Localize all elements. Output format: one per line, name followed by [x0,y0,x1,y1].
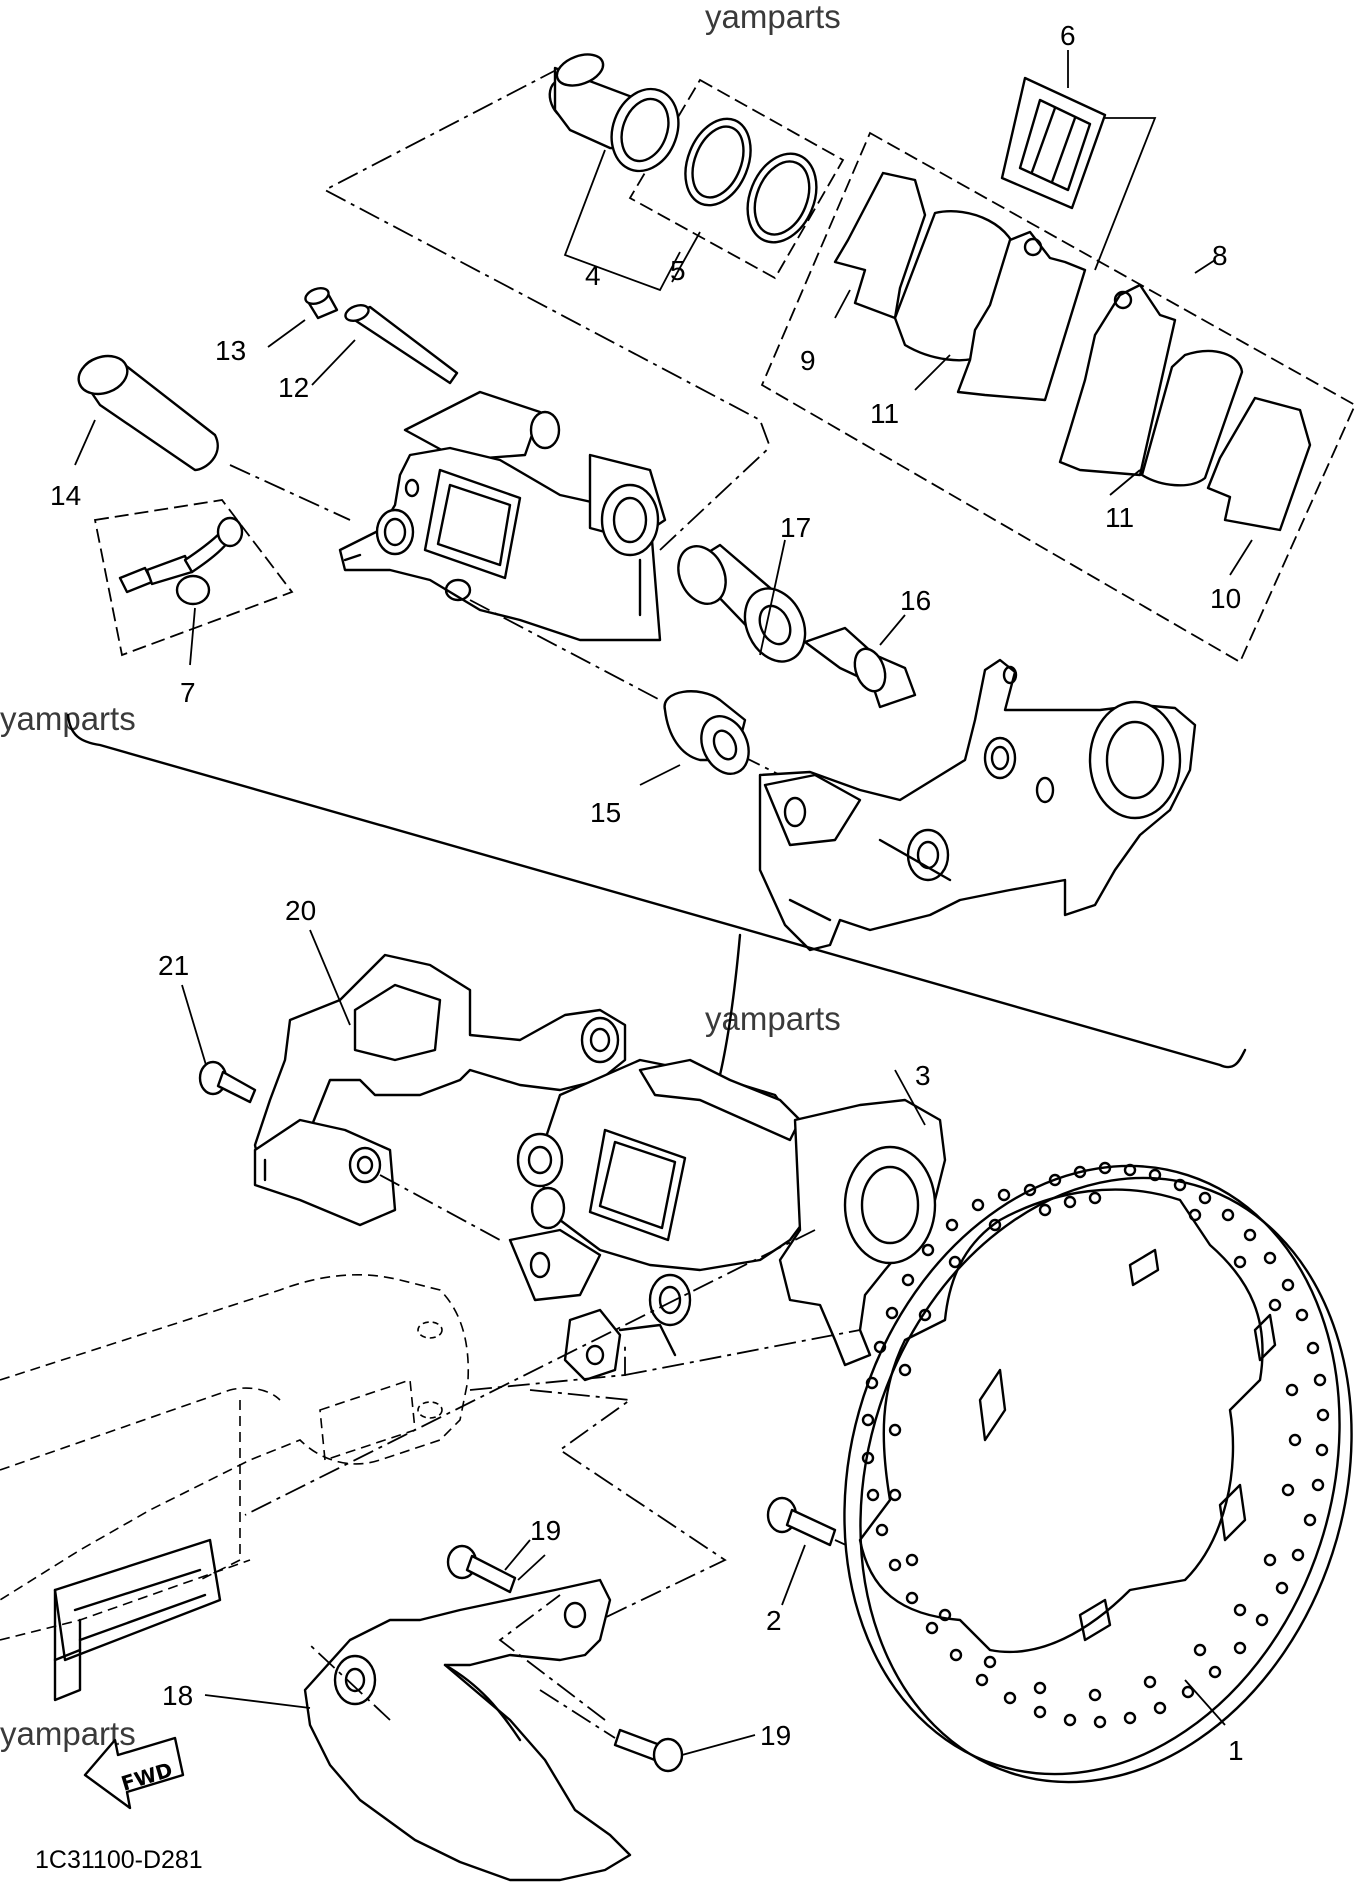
caliper-bracket-exploded [758,658,1197,952]
callout-2: 2 [766,1605,782,1636]
rubber-boot [663,690,750,775]
pad-backing-left [956,230,1087,402]
pad-spring [1000,76,1107,210]
pad-pin [344,304,459,385]
bleed-screw [118,516,244,606]
watermark-top: yamparts [705,0,841,35]
guard-bolt [198,1060,257,1104]
boot-bushing [677,543,807,663]
guard-bolt-upper [446,1544,517,1594]
callout-17: 17 [780,512,811,543]
callout-3: 3 [915,1060,931,1091]
guard-bolt-lower [613,1728,684,1773]
callout-18: 18 [162,1680,193,1711]
disc-bolt [766,1496,837,1547]
brake-pad-right [1140,349,1244,487]
caliper-bolt [77,354,219,472]
guard-mount-plate [253,1118,397,1227]
piston [548,53,680,173]
callout-13: 13 [215,335,246,366]
callout-11-upper: 11 [870,398,899,429]
callout-5: 5 [670,255,686,286]
callout-14: 14 [50,480,81,511]
callout-4: 4 [585,260,601,291]
pad-shim-outer-left [833,171,927,320]
callout-6: 6 [1060,20,1076,51]
bleed-kit-box [93,499,294,657]
callout-11-lower: 11 [1105,502,1134,533]
pad-pin-plug [304,287,339,320]
pad-backing-right [1058,283,1177,477]
callout-10: 10 [1210,583,1241,614]
assembly-separator [66,713,1247,1069]
caliper-body-exploded [338,390,667,642]
callout-16: 16 [900,585,931,616]
dashdot-assembly-outline-upper [323,67,771,551]
callout-1: 1 [1228,1735,1244,1766]
piston-seals [684,117,818,244]
callout-20: 20 [285,895,316,926]
pad-shim-outer-right [1206,396,1312,532]
callout-7: 7 [180,677,196,708]
separator-tick [718,933,742,1077]
callout-12: 12 [278,372,309,403]
callout-19-upper: 19 [530,1515,561,1546]
callout-19-lower: 19 [760,1720,791,1751]
callout-8: 8 [1212,240,1228,271]
disc-vent-holes [861,1161,1330,1729]
brake-caliper-assembly [508,1058,947,1382]
pad-kit-box [760,131,1357,664]
part-code: 1C31100-D281 [35,1846,203,1874]
disc-guard [303,1578,632,1882]
callout-15: 15 [590,797,621,828]
sleeve-pin [803,626,917,709]
brake-disc [843,1161,1353,1784]
watermark-center: yamparts [705,1000,841,1037]
swingarm-reference [0,1274,470,1702]
callout-21: 21 [158,950,189,981]
callout-9: 9 [800,345,816,376]
